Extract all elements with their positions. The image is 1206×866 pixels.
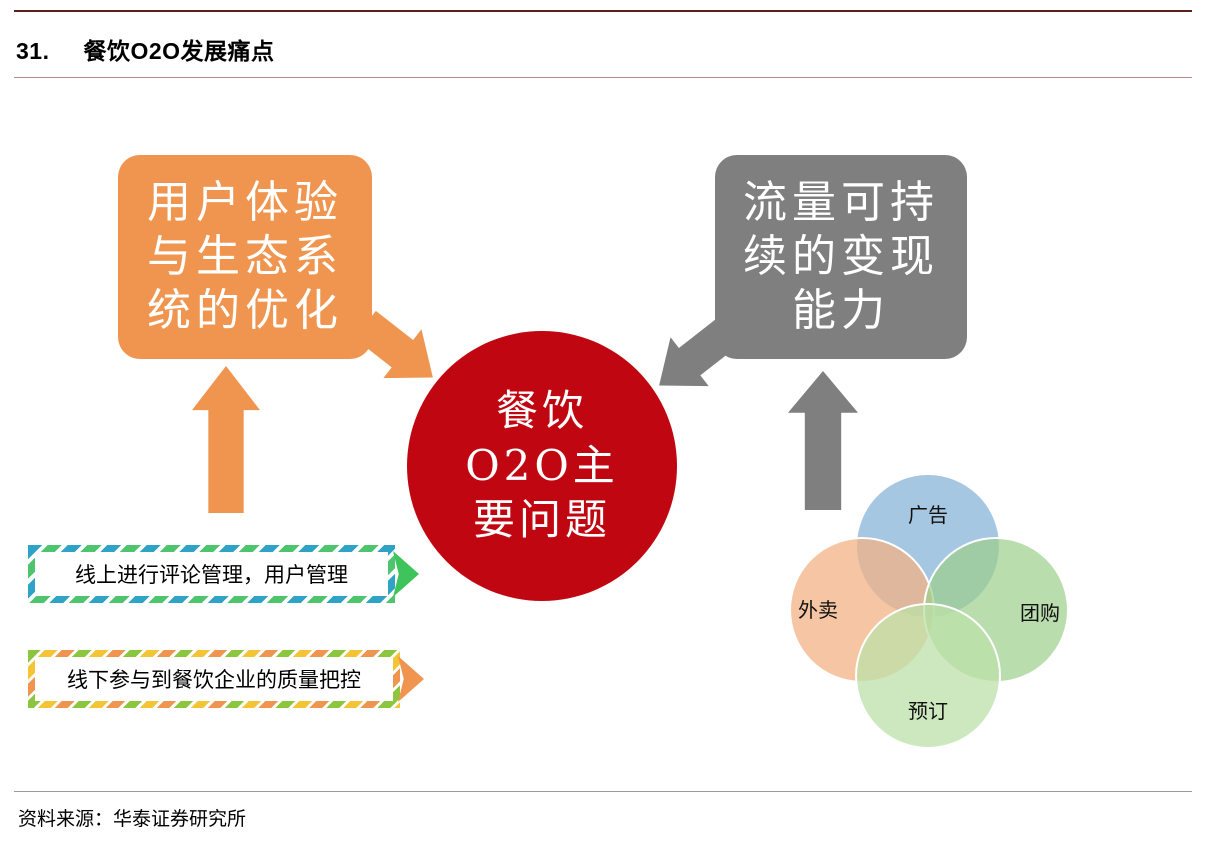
bottom-divider: [14, 791, 1192, 792]
top-divider: [14, 10, 1192, 12]
venn-label-ad: 广告: [908, 504, 948, 527]
venn-diagram: 广告 外卖 团购 预订: [789, 473, 1069, 749]
banner-offline-quality: 线下参与到餐饮企业的质量把控: [28, 650, 400, 708]
figure-number: 31.: [16, 38, 50, 64]
venn-label-booking: 预订: [908, 700, 948, 723]
figure-title: 餐饮O2O发展痛点: [83, 38, 275, 64]
heading-divider: [14, 77, 1192, 78]
box-line: 流量可持: [743, 176, 939, 228]
user-experience-box: 用户体验 与生态系 统的优化: [118, 155, 372, 359]
source-note: 资料来源：华泰证券研究所: [18, 809, 247, 830]
box-line: 与生态系: [147, 230, 343, 282]
banner-arrow-tip-green: [393, 551, 419, 597]
banner-text: 线下参与到餐饮企业的质量把控: [35, 657, 393, 701]
circle-line: 餐饮: [495, 386, 588, 436]
box-line: 统的优化: [147, 285, 343, 337]
circle-line: 要问题: [472, 495, 611, 545]
box-line: 能力: [792, 285, 890, 337]
box-line: 用户体验: [147, 176, 343, 228]
figure-heading: 31. 餐饮O2O发展痛点: [16, 32, 275, 66]
banner-online-management: 线上进行评论管理，用户管理: [28, 545, 395, 603]
main-problem-circle: 餐饮 O2O主 要问题: [407, 331, 677, 601]
box-line: 续的变现: [743, 230, 939, 282]
banner-text: 线上进行评论管理，用户管理: [35, 552, 388, 596]
banner-arrow-tip-orange: [398, 656, 424, 702]
venn-label-delivery: 外卖: [798, 599, 838, 622]
venn-circle-booking: [855, 603, 1001, 749]
venn-label-groupbuy: 团购: [1020, 602, 1060, 625]
circle-line: O2O主: [465, 440, 619, 490]
orange-up-arrow: [192, 366, 260, 513]
traffic-monetization-box: 流量可持 续的变现 能力: [715, 155, 967, 359]
